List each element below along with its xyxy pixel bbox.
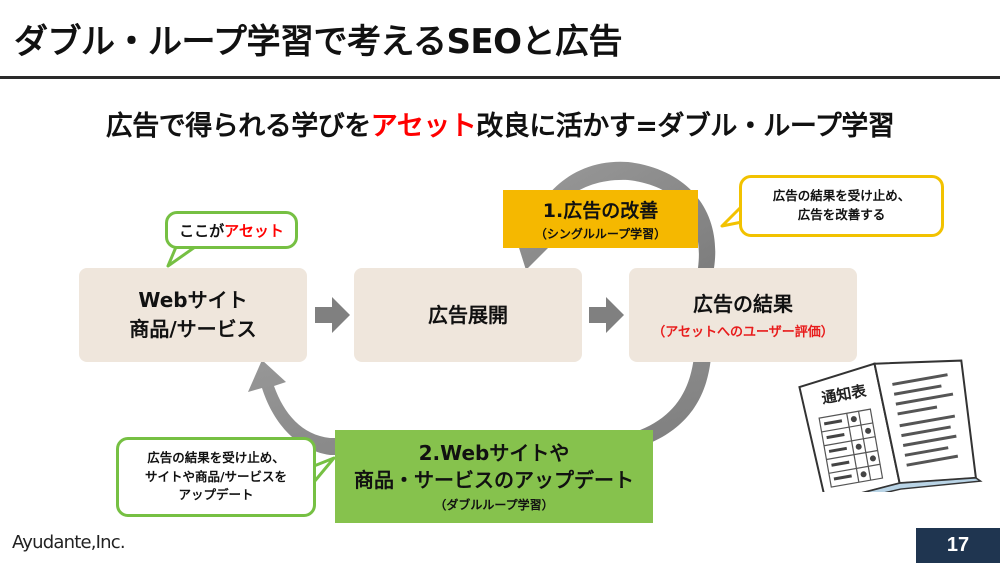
subtitle-text-before: 広告で得られる学びを bbox=[105, 111, 372, 142]
callout-asset-tail bbox=[166, 245, 197, 268]
single-loop-title: 1.広告の改善 bbox=[542, 200, 659, 222]
slide-title: ダブル・ループ学習で考えるSEOと広告 bbox=[14, 22, 623, 62]
ad-deployment-box: 広告展開 bbox=[354, 268, 582, 362]
results-box-sublabel: （アセットへのユーザー評価） bbox=[652, 325, 834, 340]
double-loop-title-line1: 2.Webサイトや bbox=[418, 441, 570, 465]
notice-document-icon: 通知表 bbox=[798, 359, 983, 492]
callout-update-tail bbox=[312, 456, 336, 484]
asset-callout-text: ここがアセット bbox=[179, 220, 284, 241]
asset-callout-accent: アセット bbox=[224, 221, 284, 240]
website-box-line2: 商品/サービス bbox=[129, 317, 257, 341]
arrow-ads-to-results bbox=[589, 297, 624, 333]
subtitle-text-after: 改良に活かす=ダブル・ループ学習 bbox=[476, 111, 895, 142]
title-bar: ダブル・ループ学習で考えるSEOと広告 bbox=[0, 0, 1000, 76]
double-loop-label: 2.Webサイトや 商品・サービスのアップデート （ダブルループ学習） bbox=[335, 430, 653, 523]
single-loop-subtitle: （シングルループ学習） bbox=[534, 227, 667, 241]
results-callout-line1: 広告の結果を受け止め、 bbox=[772, 188, 911, 204]
ads-box-label: 広告展開 bbox=[428, 302, 508, 327]
subtitle-accent: アセット bbox=[370, 111, 477, 142]
update-callout-line2: サイトや商品/サービスを bbox=[144, 468, 288, 484]
results-box-label: 広告の結果 bbox=[693, 292, 793, 316]
results-callout: 広告の結果を受け止め、 広告を改善する bbox=[739, 175, 944, 237]
ad-results-box: 広告の結果 （アセットへのユーザー評価） bbox=[629, 268, 857, 362]
update-callout-line1: 広告の結果を受け止め、 bbox=[147, 449, 285, 465]
results-callout-line2: 広告を改善する bbox=[797, 207, 886, 222]
page-number: 17 bbox=[916, 528, 1000, 563]
update-callout-line3: アップデート bbox=[178, 487, 254, 503]
website-product-box: Webサイト 商品/サービス bbox=[79, 268, 307, 362]
arrow-website-to-ads bbox=[315, 297, 350, 333]
title-divider bbox=[0, 76, 1000, 79]
single-loop-arrow bbox=[514, 161, 716, 270]
update-callout: 広告の結果を受け止め、 サイトや商品/サービスを アップデート bbox=[116, 437, 316, 517]
website-box-line1: Webサイト bbox=[138, 288, 248, 312]
company-logo: Ayudante,Inc. bbox=[12, 532, 126, 553]
double-loop-title-line2: 商品・サービスのアップデート bbox=[354, 468, 634, 492]
asset-callout-before: ここが bbox=[179, 221, 225, 240]
asset-callout: ここがアセット bbox=[165, 211, 298, 249]
double-loop-subtitle: （ダブルループ学習） bbox=[434, 498, 554, 512]
slide-subtitle: 広告で得られる学びをアセット改良に活かす=ダブル・ループ学習 bbox=[0, 104, 1000, 143]
single-loop-label: 1.広告の改善 （シングルループ学習） bbox=[503, 190, 698, 248]
